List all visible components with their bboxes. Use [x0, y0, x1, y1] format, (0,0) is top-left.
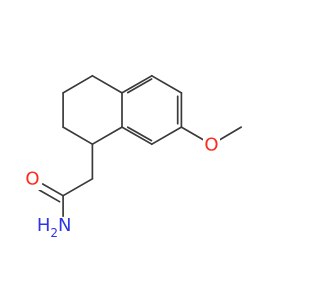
aromatic-inner-line-c8-c8a	[126, 126, 153, 142]
chemical-structure: O O H2N	[24, 74, 243, 245]
bond-c1-c2	[62, 126, 94, 146]
bond-c3-c4	[62, 74, 94, 94]
carbonyl-oxygen-label: O	[25, 169, 39, 190]
carbonyl-double-bond-line-1	[41, 183, 64, 197]
bond-ch2-carbonyl-carbon	[62, 177, 94, 197]
amide-nitrogen-label: H2N	[37, 215, 72, 240]
ether-oxygen-label: O	[204, 135, 218, 156]
amide-hydrogen-symbol: H	[37, 215, 51, 236]
bond-layer	[38, 74, 243, 218]
amide-nitrogen-label-background	[47, 217, 79, 245]
bond-c8a-c1	[91, 126, 123, 146]
bond-c4a-c5	[121, 74, 153, 94]
amide-nitrogen-symbol: N	[58, 215, 71, 236]
carbonyl-double-bond-line-2	[38, 189, 61, 203]
atom-label-layer: O O H2N	[24, 134, 220, 245]
bond-oxygen-methyl	[219, 126, 243, 141]
ether-oxygen-label-background	[203, 134, 220, 154]
bond-c4-c4a	[91, 74, 123, 94]
amide-hydrogen-subscript: 2	[50, 225, 58, 239]
bond-c7-c8	[150, 126, 183, 146]
carbonyl-oxygen-label-background	[24, 170, 41, 190]
bond-c5-c6	[150, 74, 183, 94]
bond-c8-c8a	[121, 126, 153, 146]
aromatic-inner-line-c4a-c5	[126, 78, 153, 94]
bond-c7-oxygen	[180, 126, 204, 141]
